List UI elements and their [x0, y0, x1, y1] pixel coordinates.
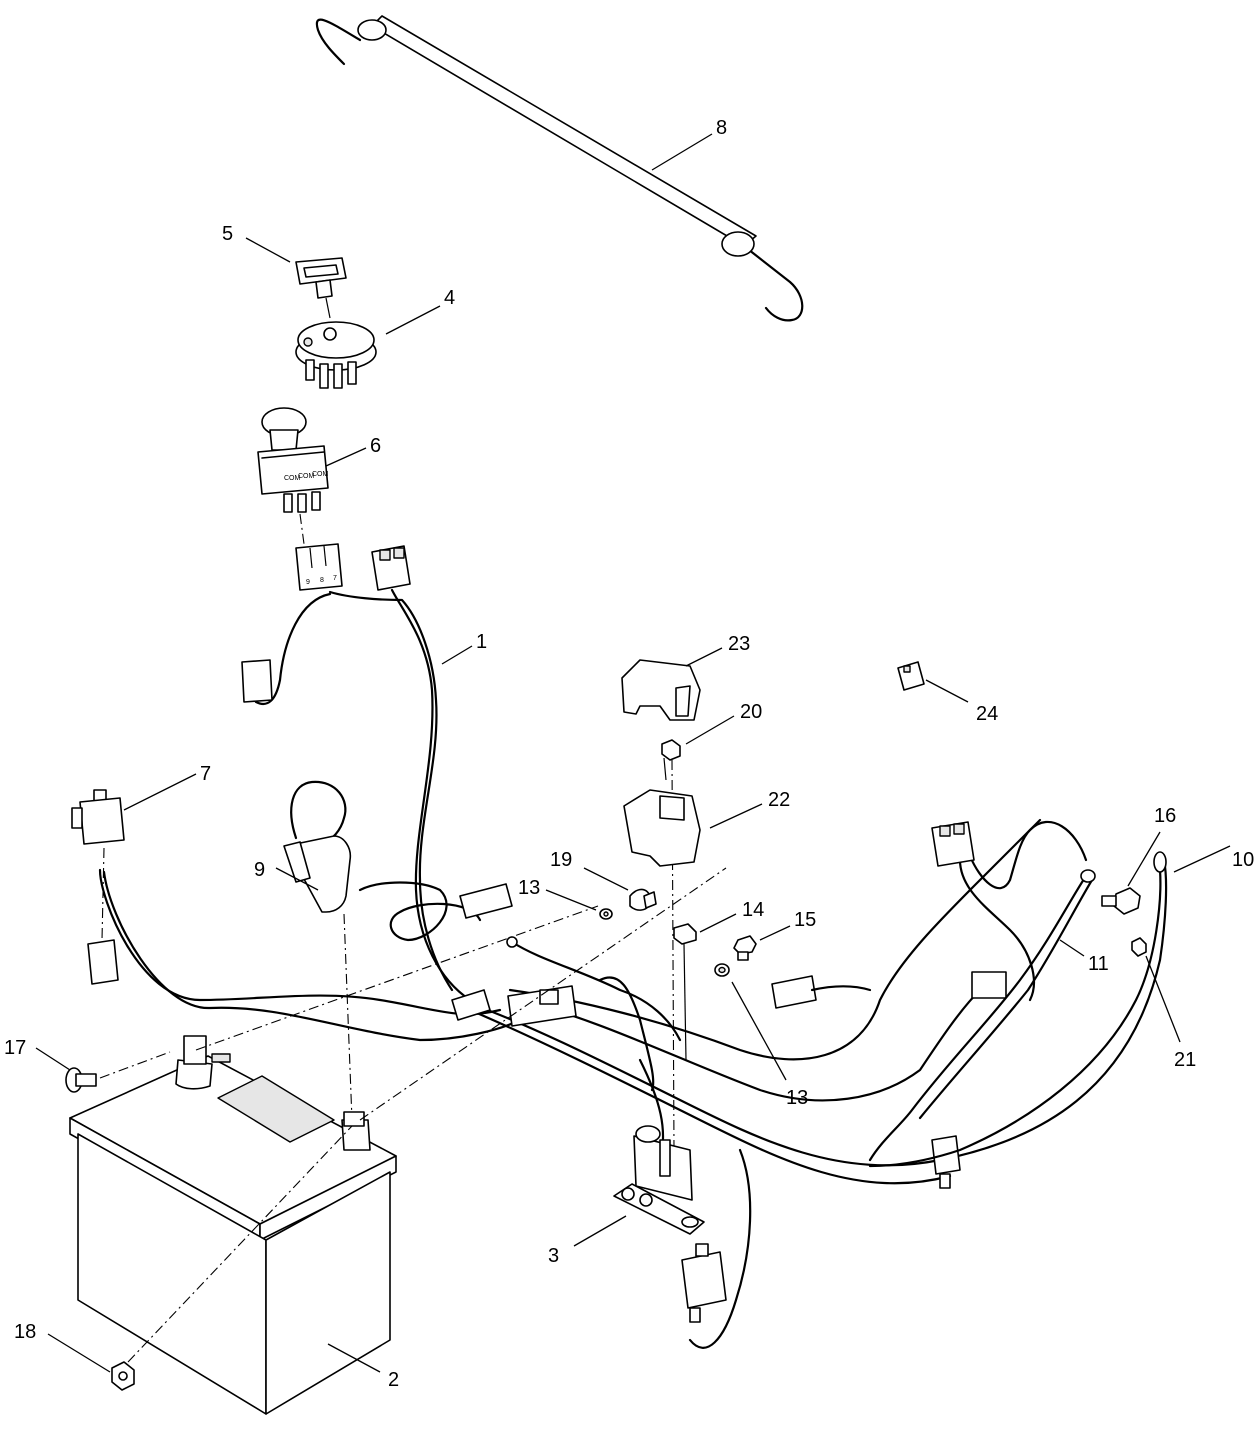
- callout-24: 24: [925, 679, 998, 725]
- ground-cable: [868, 869, 1096, 1162]
- terminal-boot-lower: [623, 789, 701, 867]
- terminal-cover-top: [621, 659, 701, 721]
- callout-13-lower: 13: [731, 981, 808, 1109]
- terminal-label-com-2: COM: [298, 473, 315, 480]
- callout-14: 14: [699, 899, 764, 933]
- svg-text:14: 14: [742, 899, 764, 921]
- callout-20: 20: [685, 701, 762, 745]
- svg-text:13: 13: [518, 877, 540, 899]
- callout-6: 6: [325, 435, 381, 467]
- terminal-nut: [661, 739, 681, 781]
- callout-13-upper: 13: [518, 877, 597, 911]
- positive-cable: [868, 851, 1167, 1168]
- svg-text:23: 23: [728, 633, 750, 655]
- terminal-bolt-short: [733, 935, 757, 961]
- callout-8: 8: [651, 117, 727, 171]
- terminal-bolt-long: [673, 923, 697, 1061]
- battery-hold-down-rod: [315, 15, 804, 322]
- washer-lower: [714, 963, 730, 977]
- battery: [69, 1035, 397, 1415]
- svg-text:21: 21: [1174, 1049, 1196, 1071]
- svg-text:16: 16: [1154, 805, 1176, 827]
- battery-nut: [111, 1125, 353, 1391]
- ground-bolt: [1101, 887, 1141, 915]
- svg-text:1: 1: [476, 631, 487, 653]
- svg-text:24: 24: [976, 703, 998, 725]
- callout-10: 10: [1173, 845, 1254, 873]
- terminal-boot: [283, 780, 353, 1121]
- terminal-label-com-1: COM: [284, 475, 301, 482]
- svg-text:17: 17: [4, 1037, 26, 1059]
- callout-16: 16: [1127, 805, 1176, 887]
- svg-text:13: 13: [786, 1087, 808, 1109]
- svg-text:10: 10: [1232, 849, 1254, 871]
- callout-1: 1: [441, 631, 487, 665]
- svg-text:11: 11: [1088, 953, 1109, 975]
- callout-17: 17: [4, 1037, 71, 1071]
- connector-pin-8: 8: [320, 577, 324, 584]
- svg-text:9: 9: [254, 859, 265, 881]
- battery-bolt: [65, 1051, 171, 1093]
- callout-23: 23: [685, 633, 750, 667]
- svg-text:6: 6: [370, 435, 381, 457]
- svg-text:3: 3: [548, 1245, 559, 1267]
- pto-switch: COM COM COM: [257, 407, 329, 545]
- starter-solenoid: [613, 1125, 705, 1235]
- svg-text:22: 22: [768, 789, 790, 811]
- svg-text:4: 4: [444, 287, 455, 309]
- terminal-label-com-3: COM: [312, 471, 329, 478]
- svg-text:8: 8: [716, 117, 727, 139]
- small-connector: [897, 661, 925, 691]
- svg-text:18: 18: [14, 1321, 36, 1343]
- callout-9: 9: [254, 859, 319, 891]
- svg-text:19: 19: [550, 849, 572, 871]
- svg-text:15: 15: [794, 909, 816, 931]
- svg-text:2: 2: [388, 1369, 399, 1391]
- ground-phantom-line: [195, 905, 599, 1051]
- callout-11: 11: [1059, 939, 1109, 975]
- callout-7: 7: [123, 763, 211, 811]
- washer-upper: [599, 908, 613, 920]
- callout-4: 4: [385, 287, 455, 335]
- callout-19: 19: [550, 849, 629, 891]
- callout-15: 15: [759, 909, 816, 941]
- callout-22: 22: [709, 789, 790, 829]
- callout-21: 21: [1145, 955, 1196, 1071]
- main-wire-harness: 9 8 7: [98, 543, 1168, 1349]
- positive-phantom-line: [359, 867, 727, 1121]
- cable-nut: [1131, 937, 1147, 957]
- callout-3: 3: [548, 1215, 627, 1267]
- battery-terminal: [629, 888, 657, 911]
- ignition-key: [295, 257, 347, 319]
- svg-text:20: 20: [740, 701, 762, 723]
- connector-pin-9: 9: [306, 579, 310, 586]
- interlock-switch: [71, 789, 125, 985]
- svg-text:5: 5: [222, 223, 233, 245]
- callout-18: 18: [14, 1321, 111, 1373]
- callout-2: 2: [327, 1343, 399, 1391]
- svg-text:7: 7: [200, 763, 211, 785]
- callout-5: 5: [222, 223, 291, 263]
- connector-pin-7: 7: [333, 575, 337, 582]
- ignition-switch: [295, 321, 377, 389]
